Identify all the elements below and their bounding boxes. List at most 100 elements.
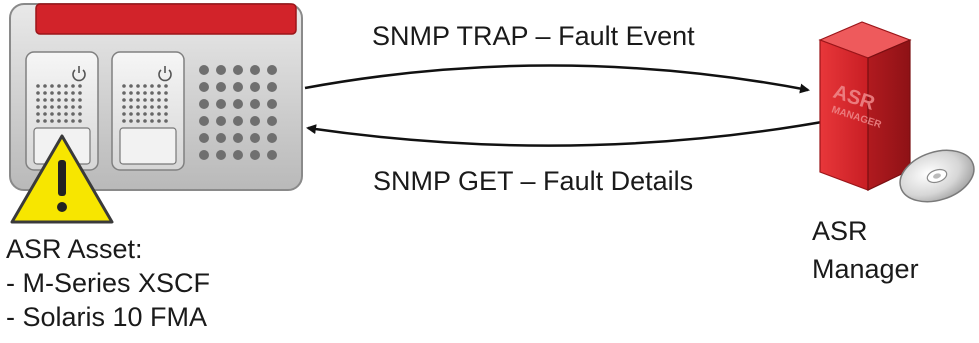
vent-dot	[143, 112, 147, 116]
vent-dot	[36, 84, 40, 88]
vent-grid	[199, 65, 277, 160]
vent-dot	[250, 116, 260, 126]
vent-dot	[122, 98, 126, 102]
vent-dot	[57, 98, 61, 102]
vent-dot	[43, 119, 47, 123]
vent-dot	[199, 65, 209, 75]
vent-dot	[43, 91, 47, 95]
vent-dot	[57, 84, 61, 88]
vent-dot	[199, 116, 209, 126]
vent-dot	[64, 91, 68, 95]
vent-dot	[250, 65, 260, 75]
asr-manager-box: ASR MANAGER	[818, 21, 912, 191]
vent-dot	[216, 133, 226, 143]
vent-dot	[129, 84, 133, 88]
vent-dot	[143, 98, 147, 102]
snmp-trap-label: SNMP TRAP – Fault Event	[372, 21, 695, 51]
vent-dot	[143, 91, 147, 95]
vent-dot	[157, 105, 161, 109]
vent-dot	[150, 84, 154, 88]
vent-dot	[267, 150, 277, 160]
vent-dot	[250, 133, 260, 143]
vent-dot	[78, 98, 82, 102]
server-red-top-bar	[35, 3, 297, 35]
vent-dot	[129, 91, 133, 95]
vent-dot	[150, 98, 154, 102]
power-icon	[72, 66, 86, 82]
vent-dot	[36, 105, 40, 109]
vent-dot	[78, 91, 82, 95]
vent-dot	[136, 84, 140, 88]
asr-asset-title: ASR Asset:	[6, 234, 143, 264]
vent-dot	[199, 99, 209, 109]
vent-dot	[43, 112, 47, 116]
vent-dot	[164, 112, 168, 116]
vent-dot	[71, 91, 75, 95]
vent-dot	[43, 84, 47, 88]
vent-dot	[78, 112, 82, 116]
vent-dot	[71, 112, 75, 116]
vent-dot	[64, 112, 68, 116]
snmp-get-arrow	[306, 120, 823, 147]
snmp-get-label: SNMP GET – Fault Details	[373, 166, 694, 196]
vent-dot	[164, 119, 168, 123]
vent-dot	[143, 105, 147, 109]
vent-dot	[164, 105, 168, 109]
vent-dot	[157, 98, 161, 102]
vent-dot	[164, 91, 168, 95]
vent-dot	[150, 91, 154, 95]
vent-dot	[122, 84, 126, 88]
vent-dot	[57, 105, 61, 109]
vent-dot	[129, 112, 133, 116]
vent-dot	[78, 119, 82, 123]
vent-dot	[233, 82, 243, 92]
vent-dot	[36, 98, 40, 102]
vent-dot	[50, 84, 54, 88]
vent-dot	[50, 98, 54, 102]
vent-dot	[57, 112, 61, 116]
asr-asset-item: - M-Series XSCF	[6, 268, 211, 298]
vent-dot	[267, 65, 277, 75]
vent-dot	[71, 105, 75, 109]
vent-dot	[216, 150, 226, 160]
vent-dot	[150, 105, 154, 109]
vent-dot	[143, 119, 147, 123]
vent-dot	[71, 84, 75, 88]
vent-dot	[136, 119, 140, 123]
vent-dot	[150, 112, 154, 116]
vent-dot	[233, 133, 243, 143]
vent-dot	[122, 119, 126, 123]
asr-manager-caption: ASR Manager	[812, 212, 919, 288]
vent-dot	[157, 112, 161, 116]
vent-dot	[71, 119, 75, 123]
drive-bay-2	[111, 51, 185, 171]
vent-dot	[136, 112, 140, 116]
vent-dot	[64, 105, 68, 109]
vent-dot	[267, 133, 277, 143]
warning-triangle-icon	[10, 134, 114, 224]
asr-manager-label-line1: ASR	[812, 216, 868, 246]
vent-dot	[36, 119, 40, 123]
vent-dot	[164, 98, 168, 102]
vent-dot	[36, 91, 40, 95]
vent-dot	[64, 119, 68, 123]
vent-dot	[216, 116, 226, 126]
vent-dot	[233, 150, 243, 160]
vent-dot	[50, 119, 54, 123]
vent-dot	[129, 105, 133, 109]
vent-dot	[250, 150, 260, 160]
vent-dot	[199, 82, 209, 92]
vent-dot	[122, 91, 126, 95]
vent-dot	[157, 84, 161, 88]
vent-dot	[64, 84, 68, 88]
vent-dot	[267, 82, 277, 92]
vent-dot	[164, 84, 168, 88]
vent-dot	[71, 98, 75, 102]
vent-dot	[78, 105, 82, 109]
vent-dot	[150, 119, 154, 123]
asr-asset-server	[9, 3, 303, 224]
vent-dot	[122, 112, 126, 116]
asr-manager-label-line2: Manager	[812, 254, 919, 284]
